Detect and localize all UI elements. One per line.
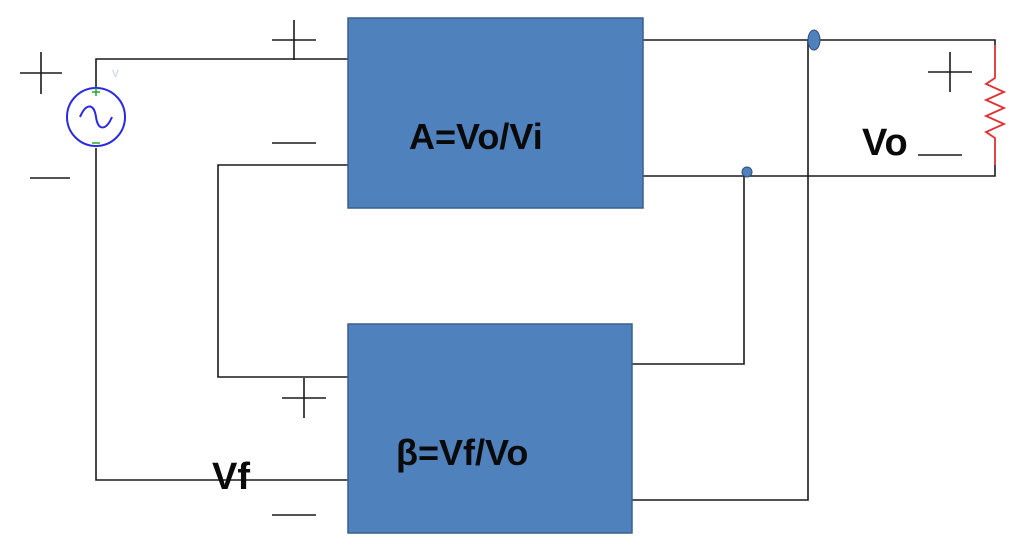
- wire-beta-sense-top: [632, 40, 809, 501]
- amplifier-gain-label: A=Vo/Vi: [409, 116, 543, 157]
- plus-sign-beta: [282, 378, 326, 418]
- plus-sign-amp-input: [272, 20, 316, 60]
- output-voltage-label: Vo: [862, 122, 908, 164]
- polarity-signs: [20, 20, 972, 516]
- wire-source-to-beta-minus: [95, 148, 348, 481]
- wire-source-to-amp-plus: [95, 58, 348, 87]
- junction-node-bottom: [741, 166, 753, 178]
- feedback-voltage-label: Vf: [212, 456, 250, 498]
- plus-sign-output: [928, 52, 972, 92]
- wire-beta-sense-bottom: [632, 172, 745, 365]
- source-symbol-label: v: [112, 64, 119, 80]
- wire-amp-minus-to-beta-plus: [217, 164, 348, 378]
- wires: [95, 39, 996, 501]
- feedback-block: [347, 323, 633, 534]
- ac-source-icon: [66, 87, 126, 147]
- amplifier-block: [347, 17, 644, 209]
- wire-amp-out-top: [643, 39, 996, 45]
- load-resistor-icon: [983, 45, 1007, 165]
- junction-node-top: [807, 29, 821, 51]
- plus-sign-source: [20, 52, 62, 94]
- wire-amp-out-bottom: [643, 165, 996, 177]
- feedback-factor-label: β=Vf/Vo: [396, 432, 529, 473]
